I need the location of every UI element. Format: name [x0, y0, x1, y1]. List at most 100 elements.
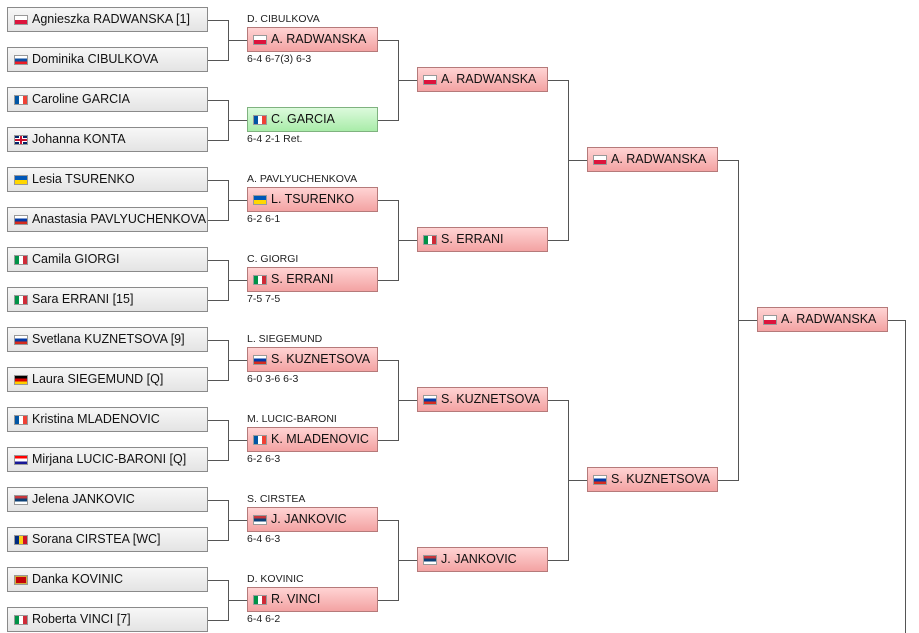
connector-line — [208, 99, 228, 101]
match-score: 6-2 6-3 — [247, 453, 281, 465]
winner-entry[interactable]: S. KUZNETSOVA — [587, 467, 718, 492]
player-name: S. KUZNETSOVA — [441, 392, 541, 406]
match-score: 6-4 6-7(3) 6-3 — [247, 53, 312, 65]
opponent-name: D. CIBULKOVA — [247, 13, 320, 25]
player-entry[interactable]: Kristina MLADENOVIC — [7, 407, 208, 432]
connector-line — [398, 240, 417, 241]
flag-icon — [253, 114, 267, 125]
player-entry[interactable]: Svetlana KUZNETSOVA [9] — [7, 327, 208, 352]
connector-line — [208, 339, 228, 341]
winner-entry[interactable]: J. JANKOVIC — [417, 547, 548, 572]
winner-entry[interactable]: S. ERRANI — [247, 267, 378, 292]
connector-line — [208, 59, 228, 61]
flag-icon — [14, 254, 28, 265]
player-entry[interactable]: Roberta VINCI [7] — [7, 607, 208, 632]
flag-icon — [14, 454, 28, 465]
match-score: 7-5 7-5 — [247, 293, 281, 305]
winner-entry[interactable]: K. MLADENOVIC — [247, 427, 378, 452]
connector-line — [208, 579, 228, 581]
player-entry[interactable]: Mirjana LUCIC-BARONI [Q] — [7, 447, 208, 472]
winner-entry[interactable]: A. RADWANSKA — [247, 27, 378, 52]
flag-icon — [593, 154, 607, 165]
flag-icon — [14, 214, 28, 225]
match-score: 6-4 6-3 — [247, 533, 281, 545]
connector-line — [208, 419, 228, 421]
connector-line — [738, 320, 757, 321]
connector-line — [228, 200, 247, 201]
player-name: Svetlana KUZNETSOVA [9] — [32, 332, 185, 346]
connector-line — [208, 539, 228, 541]
connector-line — [228, 520, 247, 521]
flag-icon — [253, 34, 267, 45]
player-entry[interactable]: Johanna KONTA — [7, 127, 208, 152]
connector-line — [208, 219, 228, 221]
connector-line — [718, 480, 738, 481]
player-entry[interactable]: Sara ERRANI [15] — [7, 287, 208, 312]
connector-line — [905, 320, 906, 633]
player-name: Laura SIEGEMUND [Q] — [32, 372, 164, 386]
player-entry[interactable]: Laura SIEGEMUND [Q] — [7, 367, 208, 392]
connector-line — [228, 360, 247, 361]
connector-line — [718, 160, 738, 161]
opponent-name: D. KOVINIC — [247, 573, 304, 585]
player-entry[interactable]: Camila GIORGI — [7, 247, 208, 272]
connector-line — [228, 120, 247, 121]
flag-icon — [253, 354, 267, 365]
player-name: Agnieszka RADWANSKA [1] — [32, 12, 190, 26]
player-name: Sorana CIRSTEA [WC] — [32, 532, 161, 546]
winner-entry[interactable]: S. KUZNETSOVA — [247, 347, 378, 372]
winner-entry[interactable]: A. RADWANSKA — [587, 147, 718, 172]
player-entry[interactable]: Agnieszka RADWANSKA [1] — [7, 7, 208, 32]
flag-icon — [14, 414, 28, 425]
flag-icon — [593, 474, 607, 485]
winner-entry[interactable]: S. KUZNETSOVA — [417, 387, 548, 412]
player-name: J. JANKOVIC — [271, 512, 347, 526]
winner-entry[interactable]: A. RADWANSKA — [757, 307, 888, 332]
flag-icon — [423, 74, 437, 85]
winner-entry[interactable]: L. TSURENKO — [247, 187, 378, 212]
connector-line — [888, 320, 905, 321]
winner-entry[interactable]: A. RADWANSKA — [417, 67, 548, 92]
flag-icon — [14, 574, 28, 585]
connector-line — [398, 400, 417, 401]
flag-icon — [763, 314, 777, 325]
player-entry[interactable]: Jelena JANKOVIC — [7, 487, 208, 512]
match-score: 6-4 6-2 — [247, 613, 281, 625]
player-name: A. RADWANSKA — [611, 152, 707, 166]
connector-line — [398, 560, 417, 561]
winner-entry[interactable]: C. GARCIA — [247, 107, 378, 132]
player-name: Dominika CIBULKOVA — [32, 52, 159, 66]
player-entry[interactable]: Caroline GARCIA — [7, 87, 208, 112]
flag-icon — [253, 194, 267, 205]
player-entry[interactable]: Sorana CIRSTEA [WC] — [7, 527, 208, 552]
connector-line — [378, 600, 398, 601]
player-name: S. KUZNETSOVA — [611, 472, 711, 486]
player-entry[interactable]: Danka KOVINIC — [7, 567, 208, 592]
winner-entry[interactable]: S. ERRANI — [417, 227, 548, 252]
player-entry[interactable]: Lesia TSURENKO — [7, 167, 208, 192]
flag-icon — [14, 134, 28, 145]
connector-line — [568, 480, 587, 481]
flag-icon — [253, 434, 267, 445]
connector-line — [208, 139, 228, 141]
player-entry[interactable]: Dominika CIBULKOVA — [7, 47, 208, 72]
player-name: Kristina MLADENOVIC — [32, 412, 160, 426]
player-name: Anastasia PAVLYUCHENKOVA — [32, 212, 207, 226]
connector-line — [208, 379, 228, 381]
connector-line — [208, 259, 228, 261]
winner-entry[interactable]: J. JANKOVIC — [247, 507, 378, 532]
player-name: R. VINCI — [271, 592, 321, 606]
flag-icon — [253, 274, 267, 285]
connector-line — [208, 459, 228, 461]
opponent-name: A. PAVLYUCHENKOVA — [247, 173, 358, 185]
flag-icon — [423, 394, 437, 405]
player-name: Caroline GARCIA — [32, 92, 130, 106]
player-entry[interactable]: Anastasia PAVLYUCHENKOVA — [7, 207, 208, 232]
player-name: A. RADWANSKA — [271, 32, 367, 46]
connector-line — [378, 440, 398, 441]
player-name: L. TSURENKO — [271, 192, 355, 206]
winner-entry[interactable]: R. VINCI — [247, 587, 378, 612]
flag-icon — [423, 554, 437, 565]
connector-line — [378, 120, 398, 121]
flag-icon — [14, 534, 28, 545]
